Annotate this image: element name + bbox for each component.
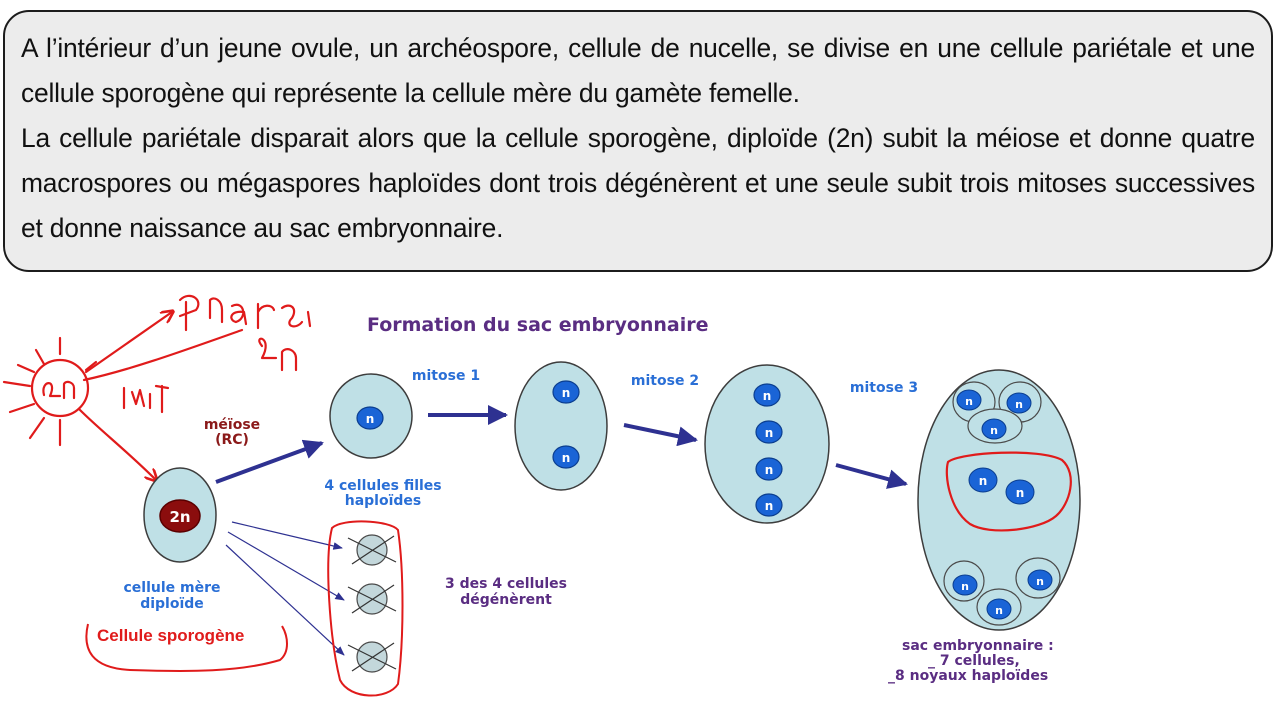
two-nucleus-cell-nuclei: n n [552, 380, 580, 469]
degenerate-label-2: dégénèrent [460, 592, 552, 608]
svg-text:n: n [995, 604, 1003, 617]
intro-text-box: A l’intérieur d’un jeune ovule, un arché… [3, 10, 1273, 272]
nucleus-n-label: n [366, 412, 375, 426]
daughter-cells-label-1: 4 cellules filles [324, 478, 441, 494]
handwritten-sketch [2, 294, 312, 480]
embryo-sac-label-3: _8 noyaux haploïdes [888, 668, 1048, 684]
svg-text:n: n [763, 389, 772, 403]
degenerate-label-1: 3 des 4 cellules [445, 576, 567, 592]
four-nucleus-cell-nuclei: n n n n [753, 383, 783, 517]
degenerate-bracket [327, 520, 404, 697]
intro-paragraph-2: La cellule pariétale disparait alors que… [21, 123, 1255, 243]
svg-text:n: n [965, 395, 973, 408]
central-cell-outline [945, 451, 1072, 532]
embryo-sac-label-2: _ 7 cellules, [928, 653, 1020, 669]
svg-text:n: n [979, 474, 988, 488]
mitosis-2-label: mitose 2 [631, 373, 699, 389]
mitosis-3-arrow [835, 463, 908, 489]
svg-text:n: n [765, 426, 774, 440]
four-nucleus-cell [704, 364, 830, 524]
nucleus-n [356, 406, 384, 430]
meiosis-label-1: méïose [204, 417, 260, 433]
meiosis-label-2: (RC) [215, 432, 249, 448]
embryo-sac-nuclei: n n n n n [956, 389, 1035, 505]
svg-text:n: n [990, 424, 998, 437]
sporogene-annotation: Cellule sporogène [97, 626, 244, 645]
daughter-cells-label-2: haploïdes [345, 493, 422, 509]
svg-text:n: n [562, 386, 571, 400]
svg-text:n: n [562, 451, 571, 465]
svg-text:n: n [765, 499, 774, 513]
mitosis-3-label: mitose 3 [850, 380, 918, 396]
embryo-sac-label-1: sac embryonnaire : [902, 638, 1054, 654]
svg-text:n: n [765, 463, 774, 477]
diagram-title: Formation du sac embryonnaire [367, 314, 709, 336]
degeneration-arrow-3 [225, 544, 345, 656]
degenerating-cells [347, 534, 397, 673]
embryo-sac-bottom-nuclei: n n n [952, 569, 1053, 620]
degeneration-arrow-2 [227, 531, 345, 601]
degeneration-arrow-1 [231, 521, 343, 550]
nucleus-2n [159, 499, 201, 533]
svg-text:n: n [961, 580, 969, 593]
mitosis-1-label: mitose 1 [412, 368, 480, 384]
two-nucleus-cell [514, 361, 608, 491]
mother-cell-label-2: diploïde [140, 596, 204, 612]
svg-text:n: n [1036, 575, 1044, 588]
mother-cell-label-1: cellule mère [123, 580, 220, 596]
sporogene-bracket [85, 623, 288, 672]
meiosis-arrow [215, 439, 324, 484]
svg-text:n: n [1015, 398, 1023, 411]
intro-paragraph-1: A l’intérieur d’un jeune ovule, un arché… [21, 33, 1255, 108]
mitosis-2-arrow [623, 423, 698, 447]
nucleus-2n-label: 2n [169, 508, 190, 526]
svg-text:n: n [1016, 486, 1025, 500]
